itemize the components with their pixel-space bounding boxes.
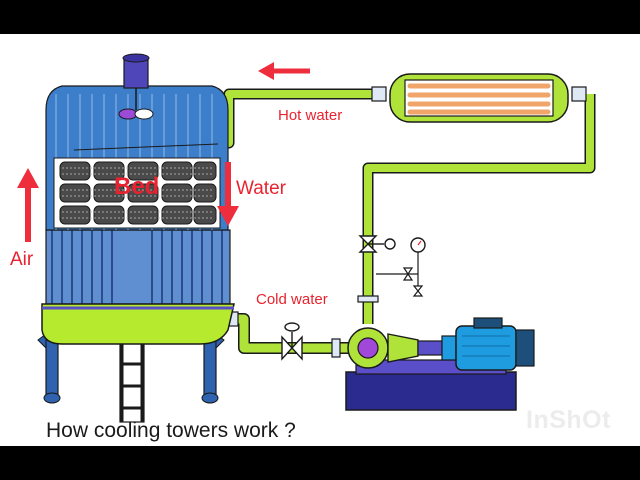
pipe-coupling <box>371 86 387 102</box>
pressure-gauge-icon <box>410 237 426 274</box>
cooling-tower-diagram <box>17 53 596 423</box>
water-flow-arrow-icon <box>217 162 239 226</box>
instrument-tap <box>376 267 424 297</box>
pump-icon <box>347 327 419 369</box>
pipe-coupling <box>571 86 587 102</box>
tower-louvers <box>51 230 223 304</box>
diagram-caption: How cooling towers work ? <box>46 419 296 442</box>
shaft-coupling <box>417 335 457 361</box>
fan-stack <box>123 57 149 89</box>
diagram-canvas: Hot water Cold water Water Air Bed How c… <box>0 34 640 446</box>
hot-water-label: Hot water <box>278 107 343 124</box>
flow-arrow-icon <box>258 62 310 80</box>
air-label: Air <box>10 249 34 270</box>
cold-water-basin <box>41 303 235 345</box>
cold-water-label: Cold water <box>256 291 328 308</box>
valve-icon <box>281 322 303 361</box>
heat-exchanger <box>389 73 569 123</box>
pipe-flange <box>357 295 379 303</box>
fan-icon <box>118 88 154 120</box>
watermark: InShOt <box>526 406 611 434</box>
pipe-coupling <box>331 338 341 358</box>
motor-icon <box>455 317 535 371</box>
exchanger-tubes <box>407 83 551 115</box>
air-flow-arrow-icon <box>17 168 39 242</box>
valve-icon <box>358 235 396 253</box>
bed-label: Bed <box>114 173 160 200</box>
cooling-tower <box>37 53 235 423</box>
water-label: Water <box>236 178 286 199</box>
fill-media <box>59 161 217 225</box>
